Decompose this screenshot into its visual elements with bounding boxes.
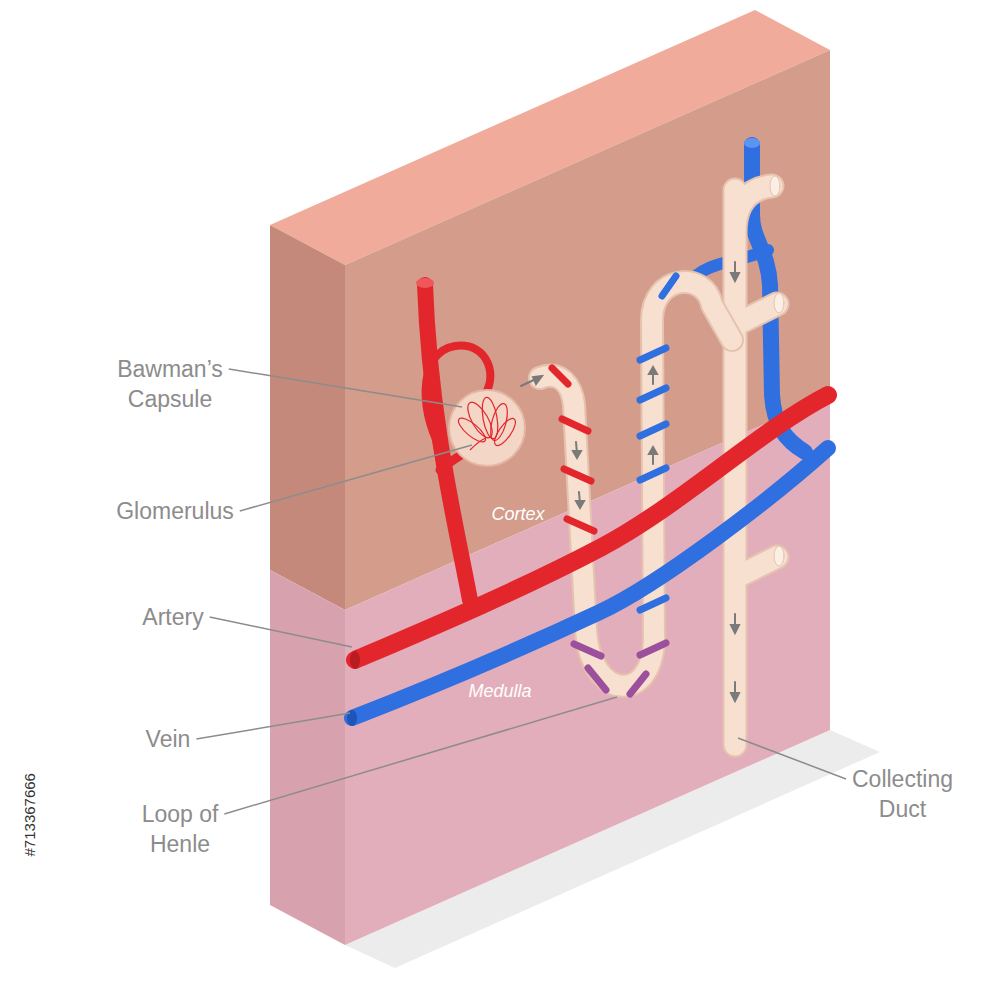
duct-end bbox=[774, 546, 784, 566]
tuft-stem bbox=[470, 438, 486, 450]
arrow-head bbox=[649, 447, 657, 454]
arrow-head bbox=[576, 501, 584, 508]
red-coil bbox=[564, 469, 591, 481]
arrow-head bbox=[731, 693, 739, 701]
artery-cap bbox=[416, 278, 434, 288]
part-label: Bawman’s Capsule bbox=[90, 355, 250, 415]
purple-coil bbox=[574, 644, 601, 656]
cortex-side bbox=[270, 225, 345, 610]
arrow-head bbox=[533, 376, 542, 384]
leader-line bbox=[224, 697, 617, 814]
purple-coil bbox=[640, 643, 666, 655]
leader-line bbox=[240, 445, 472, 511]
glomerulus-tuft bbox=[455, 396, 519, 450]
leader-line bbox=[196, 713, 350, 739]
blue-coil bbox=[640, 598, 666, 610]
duct-outline bbox=[735, 186, 777, 745]
region-label: Medulla bbox=[455, 680, 545, 703]
arrow-head bbox=[573, 451, 581, 458]
flow-arrows bbox=[521, 262, 739, 701]
blue-coil bbox=[640, 388, 666, 400]
red-coil bbox=[562, 419, 588, 431]
purple-coil bbox=[588, 668, 606, 690]
artery bbox=[355, 285, 828, 660]
leader-line bbox=[738, 738, 846, 779]
tuft-loop bbox=[455, 414, 489, 445]
purple-coil bbox=[630, 674, 646, 694]
artery-main bbox=[355, 395, 828, 660]
leader-line bbox=[210, 617, 352, 647]
watermark-id: #713367666 bbox=[20, 740, 40, 890]
region-label: Cortex bbox=[478, 503, 558, 526]
bowmans-capsule bbox=[449, 390, 525, 466]
tuft-loop bbox=[491, 415, 519, 448]
red-coil bbox=[567, 519, 594, 531]
arrow-head bbox=[649, 367, 657, 374]
duct-tube bbox=[735, 186, 777, 745]
blue-coil bbox=[640, 348, 666, 360]
part-label: Glomerulus bbox=[90, 497, 260, 527]
leader-line bbox=[229, 369, 462, 407]
vein-cap bbox=[744, 138, 760, 148]
artery-end bbox=[350, 651, 360, 669]
part-label: Artery bbox=[118, 603, 228, 633]
blue-coil bbox=[662, 276, 676, 296]
part-label: Loop of Henle bbox=[120, 800, 240, 860]
duct-end bbox=[774, 293, 784, 313]
vein bbox=[352, 448, 828, 718]
vein-end bbox=[347, 710, 357, 726]
red-coil bbox=[552, 368, 568, 384]
medulla-region bbox=[345, 395, 830, 945]
duct-end bbox=[770, 176, 780, 196]
blue-coil bbox=[640, 468, 666, 480]
medulla-side bbox=[270, 570, 345, 945]
arrow-head bbox=[731, 273, 739, 281]
tuft-loop bbox=[487, 402, 510, 442]
arrow-head bbox=[731, 625, 739, 633]
blue-coil bbox=[640, 424, 666, 436]
part-label: Collecting Duct bbox=[835, 765, 970, 825]
part-label: Vein bbox=[118, 725, 218, 755]
